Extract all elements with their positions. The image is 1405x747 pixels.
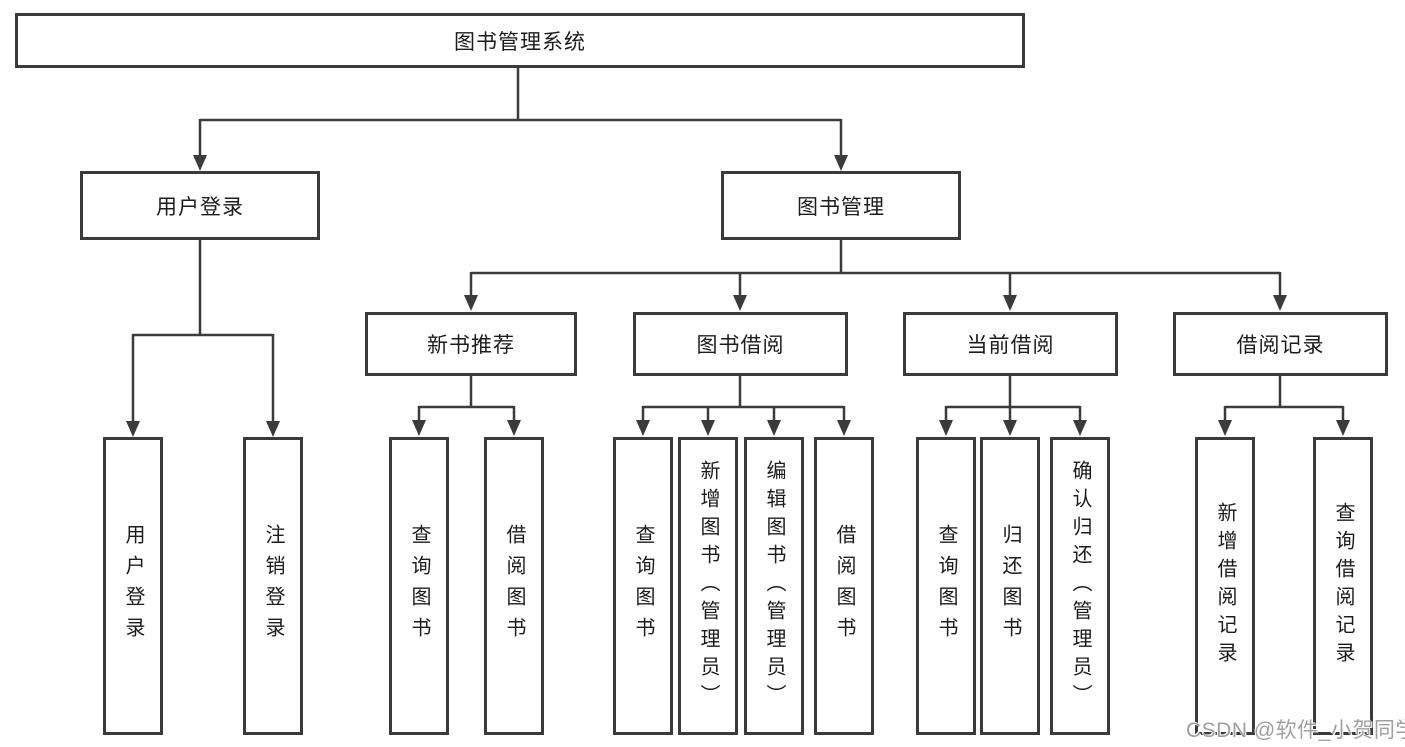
leaf-query-books-1: 查询图书 (389, 437, 449, 735)
leaf-label: 查询图书 (935, 524, 957, 648)
leaf-label: 新增图书（管理员） (697, 460, 719, 712)
node-library-management-system: 图书管理系统 (15, 13, 1025, 68)
leaf-label: 归还图书 (999, 524, 1021, 648)
leaf-add-borrow-record: 新增借阅记录 (1195, 437, 1255, 735)
leaf-label: 新增借阅记录 (1214, 502, 1236, 670)
leaf-label: 查询借阅记录 (1332, 502, 1354, 670)
node-book-borrowing: 图书借阅 (633, 312, 848, 376)
leaf-add-books-admin: 新增图书（管理员） (678, 437, 738, 735)
csdn-watermark: CSDN @软件_小贺同学 (1186, 719, 1405, 742)
leaf-label: 编辑图书（管理员） (763, 460, 785, 712)
leaf-label: 借阅图书 (503, 524, 525, 648)
leaf-return-books: 归还图书 (980, 437, 1040, 735)
node-new-book-recommend: 新书推荐 (365, 312, 577, 376)
node-current-borrowing: 当前借阅 (903, 312, 1118, 376)
leaf-logout: 注销登录 (243, 437, 303, 735)
leaf-label: 查询图书 (632, 524, 654, 648)
leaf-user-login: 用户登录 (103, 437, 163, 735)
node-user-login: 用户登录 (80, 171, 320, 240)
leaf-query-books-2: 查询图书 (613, 437, 673, 735)
leaf-label: 用户登录 (122, 524, 144, 648)
leaf-query-books-3: 查询图书 (916, 437, 976, 735)
leaf-label: 查询图书 (408, 524, 430, 648)
leaf-label: 确认归还（管理员） (1069, 460, 1091, 712)
leaf-confirm-return-admin: 确认归还（管理员） (1050, 437, 1110, 735)
leaf-label: 借阅图书 (833, 524, 855, 648)
leaf-label: 注销登录 (262, 524, 284, 648)
leaf-query-borrow-record: 查询借阅记录 (1313, 437, 1373, 735)
leaf-borrow-books-1: 借阅图书 (484, 437, 544, 735)
leaf-borrow-books-2: 借阅图书 (814, 437, 874, 735)
node-book-management: 图书管理 (721, 171, 961, 240)
leaf-edit-books-admin: 编辑图书（管理员） (744, 437, 804, 735)
node-borrowing-records: 借阅记录 (1173, 312, 1388, 376)
